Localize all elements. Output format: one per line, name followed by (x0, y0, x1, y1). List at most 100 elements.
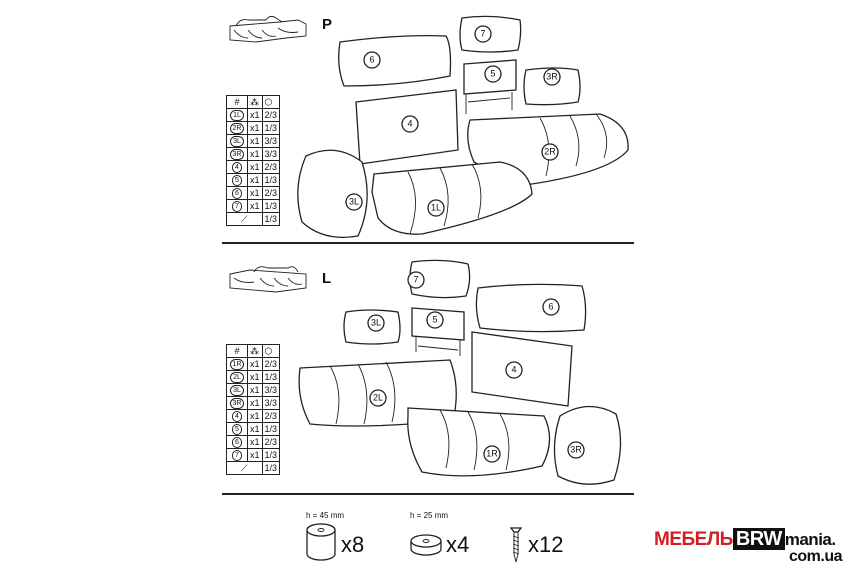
table-header-row: # ⁂ ⬡ (226, 95, 281, 109)
header-box: ⬡ (261, 95, 281, 109)
part-label-1r: 1R (486, 448, 498, 458)
part-box: 3/3 (261, 383, 281, 397)
part-label-3r: 3R (546, 71, 558, 81)
part-label-circle (407, 271, 425, 289)
table-row: ⟋1/3 (226, 212, 281, 226)
part-label-circle (474, 25, 492, 43)
part-label-3l: 3L (349, 196, 359, 206)
hardware-qty-tall: x8 (341, 532, 365, 557)
screw-icon (509, 527, 523, 563)
part-label-circle (363, 51, 381, 69)
part-id: 7 (232, 450, 242, 461)
part-qty: x1 (247, 396, 263, 410)
sofa-thumbnail-p (229, 15, 307, 43)
hardware-height-short: h = 25 mm (410, 511, 449, 520)
part-box: 1/3 (261, 448, 281, 462)
variant-letter-l: L (322, 270, 332, 287)
part-qty: x1 (247, 173, 263, 187)
part-label-circle (401, 115, 419, 133)
hardware-height-tall: h = 45 mm (306, 511, 345, 520)
part-label-circle (483, 445, 501, 463)
header-quantity: ⁂ (247, 95, 263, 109)
part-box: 2/3 (261, 357, 281, 371)
part-id: 3L (230, 385, 244, 396)
key-icon: ⟋ (241, 462, 248, 473)
part-label-6: 6 (369, 54, 374, 64)
variant-letter-p: P (322, 16, 333, 33)
part-id: 7 (232, 201, 242, 212)
part-label-circle (484, 65, 502, 83)
part-qty: x1 (247, 435, 263, 449)
table-row: ⟋ 1/3 (226, 461, 281, 475)
part-3l-armrest (297, 149, 368, 239)
part-label-7: 7 (413, 274, 418, 284)
part-box: 1/3 (261, 422, 281, 436)
part-label-circle (567, 441, 585, 459)
part-box: 3/3 (261, 396, 281, 410)
header-quantity: ⁂ (247, 344, 263, 358)
part-qty: x1 (247, 121, 263, 135)
brand-part-mebel: МЕБЕЛЬ (654, 529, 733, 550)
part-qty: x1 (247, 160, 263, 174)
part-qty: x1 (247, 409, 263, 423)
part-qty: x1 (247, 134, 263, 148)
part-id: 4 (232, 162, 242, 173)
part-label-3r: 3R (570, 444, 582, 454)
part-label-2l: 2L (373, 392, 383, 402)
part-qty: x1 (247, 448, 263, 462)
part-label-1l: 1L (431, 202, 441, 212)
brand-part-mania: mania. (784, 530, 836, 549)
part-id: 2R (229, 123, 245, 134)
part-label-5: 5 (432, 314, 437, 324)
header-box: ⬡ (261, 344, 281, 358)
part-id: 6 (232, 437, 242, 448)
brand-domain: com.ua (789, 548, 843, 565)
part-1r-seat (407, 407, 551, 477)
part-label-7: 7 (480, 28, 485, 38)
sofa-thumbnail-l (229, 266, 307, 293)
part-id: 5 (232, 175, 242, 186)
part-id: 3R (229, 398, 245, 409)
section-divider (222, 493, 634, 495)
tall-foot-icon (306, 523, 336, 561)
part-box: 3/3 (261, 147, 281, 161)
part-qty: x1 (247, 383, 263, 397)
section-divider (222, 242, 634, 244)
part-qty: x1 (247, 147, 263, 161)
part-label-5: 5 (490, 68, 495, 78)
part-qty: x1 (247, 186, 263, 200)
part-box: 1/3 (261, 212, 281, 226)
part-label-circle (541, 143, 559, 161)
part-box: 2/3 (261, 108, 281, 122)
part-label-circle (367, 314, 385, 332)
header-number: # (226, 344, 248, 358)
part-box: 1/3 (261, 461, 281, 475)
part-label-2r: 2R (544, 146, 556, 156)
part-label-6: 6 (548, 301, 553, 311)
part-label-4: 4 (511, 364, 516, 374)
part-6-backrest (338, 34, 452, 87)
part-qty: x1 (247, 370, 263, 384)
part-id: 1L (230, 110, 244, 121)
part-3r-armrest (553, 405, 622, 485)
part-6-backrest (475, 283, 587, 333)
part-id: 4 (232, 411, 242, 422)
part-id: 3L (230, 136, 244, 147)
part-id: 5 (232, 424, 242, 435)
part-label-circle (426, 311, 444, 329)
part-label-circle (543, 68, 561, 86)
part-label-circle (345, 193, 363, 211)
header-number: # (226, 95, 248, 109)
